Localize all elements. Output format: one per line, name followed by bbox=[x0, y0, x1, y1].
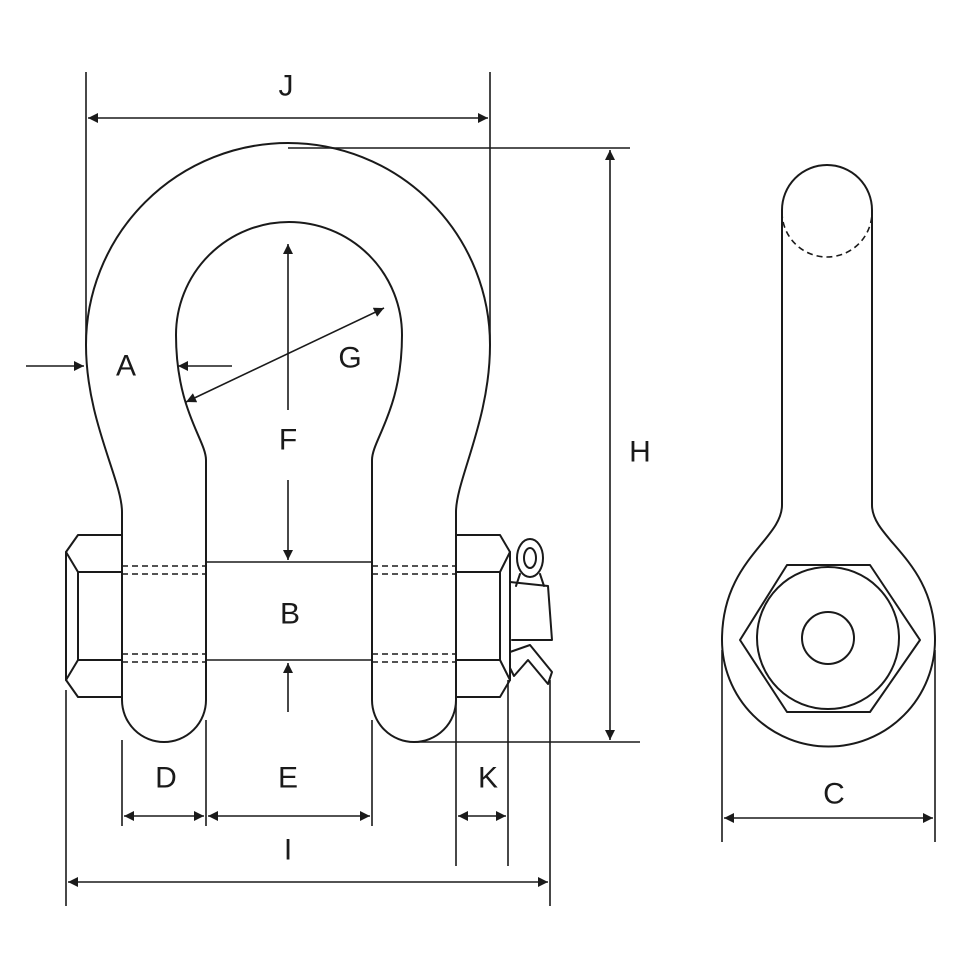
dimension-lines bbox=[26, 72, 936, 906]
pin-hex-head-left bbox=[65, 534, 123, 698]
label-g: G bbox=[338, 342, 361, 375]
hex-nut-right bbox=[455, 534, 511, 698]
label-e: E bbox=[278, 762, 298, 795]
label-k: K bbox=[478, 762, 498, 795]
label-b: B bbox=[280, 598, 300, 631]
dimension-labels: J A G F H B D E K I C bbox=[116, 70, 845, 867]
shackle-side-view bbox=[721, 164, 936, 748]
label-a: A bbox=[116, 350, 136, 383]
shackle-bow-front bbox=[85, 142, 491, 743]
label-h: H bbox=[629, 436, 651, 469]
cotter-pin bbox=[509, 538, 553, 685]
label-f: F bbox=[279, 424, 297, 457]
label-d: D bbox=[155, 762, 177, 795]
pin-body bbox=[122, 561, 456, 663]
label-c: C bbox=[823, 778, 845, 811]
label-i: I bbox=[284, 834, 292, 867]
label-j: J bbox=[279, 70, 294, 103]
